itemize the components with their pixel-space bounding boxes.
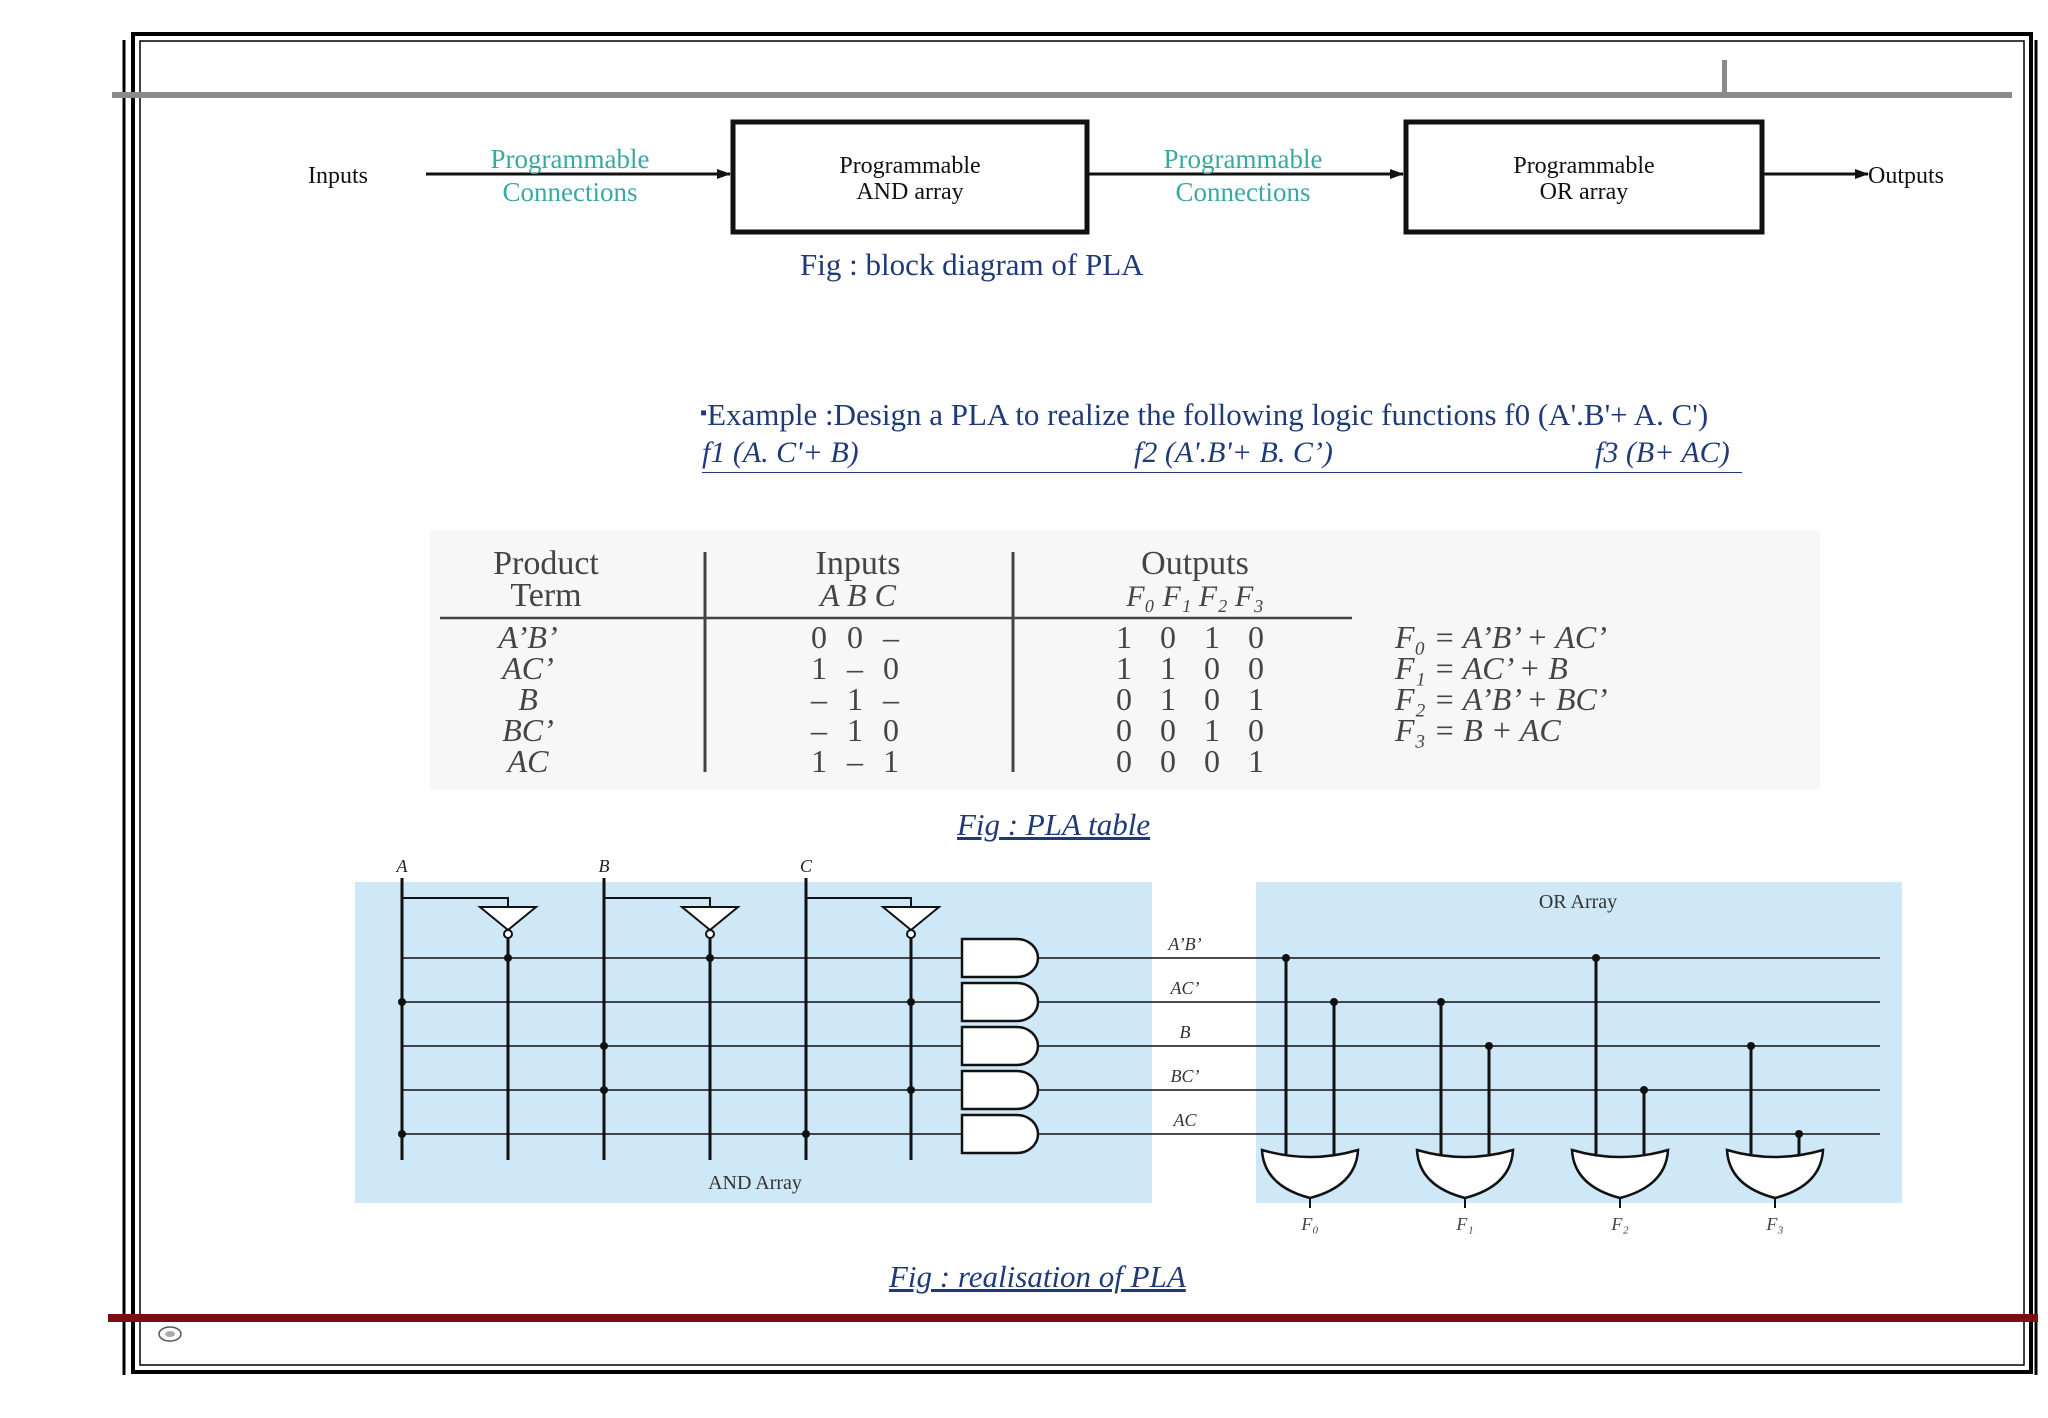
example-text: Example :Design a PLA to realize the fol… xyxy=(707,397,1709,432)
output-label: F₃ xyxy=(1765,1214,1783,1234)
header-inputs: Inputs xyxy=(816,545,901,582)
table-term: AC’ xyxy=(500,650,554,686)
example-line1: ▪Example :Design a PLA to realize the fo… xyxy=(700,397,1708,433)
table-equation: F₁ = AC’ + B xyxy=(1394,650,1568,686)
table-equation: F₂ = A’B’ + BC’ xyxy=(1394,681,1608,717)
table-equation: F₃ = B + AC xyxy=(1394,712,1561,748)
inverter-gate xyxy=(679,906,741,932)
or-gate xyxy=(1260,1148,1360,1200)
inputs-label: Inputs xyxy=(308,163,368,189)
input-label-c: C xyxy=(800,856,813,876)
or-gate xyxy=(1415,1148,1515,1200)
input-label-a: A xyxy=(396,856,409,876)
function-f1: f1 (A. C'+ B) xyxy=(702,436,859,469)
or-gate xyxy=(1570,1148,1670,1200)
table-outputs: 0 0 0 1 xyxy=(1116,743,1274,779)
inverter-gate xyxy=(880,906,942,932)
block-diagram-caption: Fig : block diagram of PLA xyxy=(800,247,1144,282)
table-term: A’B’ xyxy=(496,619,557,655)
and-gate xyxy=(960,1069,1040,1111)
inverter-gate xyxy=(477,906,539,932)
example-functions-line: f1 (A. C'+ B) f2 (A'.B'+ B. C’) f3 (B+ A… xyxy=(702,436,1742,473)
block-diagram: Inputs Programmable Connections Programm… xyxy=(308,119,1944,235)
or-array-box xyxy=(1403,119,1765,235)
term-label: AC’ xyxy=(1170,978,1200,998)
and-gate xyxy=(960,981,1040,1023)
header-product: Product xyxy=(493,545,599,582)
or-box-line2: OR array xyxy=(1540,179,1629,205)
outputs-label: Outputs xyxy=(1868,163,1944,189)
term-label: AC xyxy=(1172,1110,1197,1130)
pla-table-caption: Fig : PLA table xyxy=(957,807,1151,842)
table-term: BC’ xyxy=(502,712,554,748)
and-gate xyxy=(960,1025,1040,1067)
table-outputs: 0 0 1 0 xyxy=(1116,712,1274,748)
table-inputs: 1 – 1 xyxy=(811,743,905,779)
header-gray-bar xyxy=(112,92,2012,98)
function-f2: f2 (A'.B'+ B. C’) xyxy=(1134,436,1333,469)
conn2-line2: Connections xyxy=(1176,177,1311,207)
input-label-b: B xyxy=(599,856,610,876)
output-label: F₀ xyxy=(1300,1214,1318,1234)
table-term: B xyxy=(518,681,538,717)
and-gate xyxy=(960,937,1040,979)
and-box-line1: Programmable xyxy=(839,153,980,179)
footer-logo-icon xyxy=(158,1326,182,1342)
pla-table: Product Term Inputs A B C Outputs F₀ F₁ … xyxy=(440,545,1608,779)
table-inputs: 0 0 – xyxy=(811,619,905,655)
conn1-line2: Connections xyxy=(503,177,638,207)
or-array-panel xyxy=(1256,882,1902,1203)
header-f-columns: F₀ F₁ F₂ F₃ xyxy=(1125,580,1264,613)
header-term: Term xyxy=(510,577,581,614)
function-f3: f3 (B+ AC) xyxy=(1595,436,1730,469)
term-label: A’B’ xyxy=(1167,934,1201,954)
or-box-line1: Programmable xyxy=(1513,153,1654,179)
example-bullet: ▪ xyxy=(700,402,708,424)
or-gate xyxy=(1725,1148,1825,1200)
header-abc: A B C xyxy=(818,577,897,613)
and-array-box xyxy=(730,119,1090,235)
term-label: BC’ xyxy=(1171,1066,1200,1086)
output-label: F₂ xyxy=(1610,1214,1628,1234)
header-outputs: Outputs xyxy=(1141,545,1249,582)
conn1-line1: Programmable xyxy=(491,144,650,174)
conn2-line1: Programmable xyxy=(1164,144,1323,174)
and-box-line2: AND array xyxy=(856,179,963,205)
term-label: B xyxy=(1180,1022,1191,1042)
pla-table-figure xyxy=(430,530,1820,790)
and-array-label: AND Array xyxy=(708,1172,802,1194)
table-inputs: 1 – 0 xyxy=(811,650,905,686)
table-inputs: – 1 – xyxy=(810,681,905,717)
table-term: AC xyxy=(506,743,550,779)
realisation-caption: Fig : realisation of PLA xyxy=(889,1259,1186,1294)
table-outputs: 1 1 0 0 xyxy=(1116,650,1274,686)
and-gate xyxy=(960,1113,1040,1155)
table-inputs: – 1 0 xyxy=(810,712,905,748)
or-array-label: OR Array xyxy=(1539,891,1617,913)
footer-red-bar xyxy=(108,1314,2038,1322)
table-outputs: 0 1 0 1 xyxy=(1116,681,1274,717)
output-label: F₁ xyxy=(1455,1214,1473,1234)
table-outputs: 1 0 1 0 xyxy=(1116,619,1274,655)
table-equation: F₀ = A’B’ + AC’ xyxy=(1394,619,1607,655)
